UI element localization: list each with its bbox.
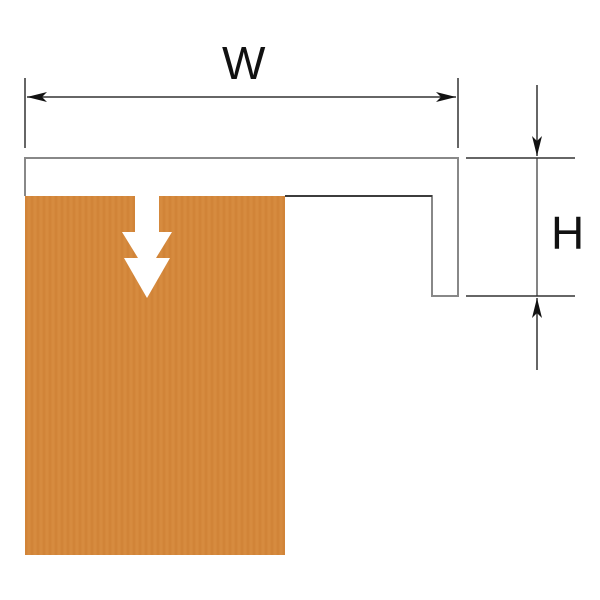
wood-panel [25, 196, 285, 555]
width-label: W [222, 37, 266, 89]
height-label: H [551, 207, 585, 259]
